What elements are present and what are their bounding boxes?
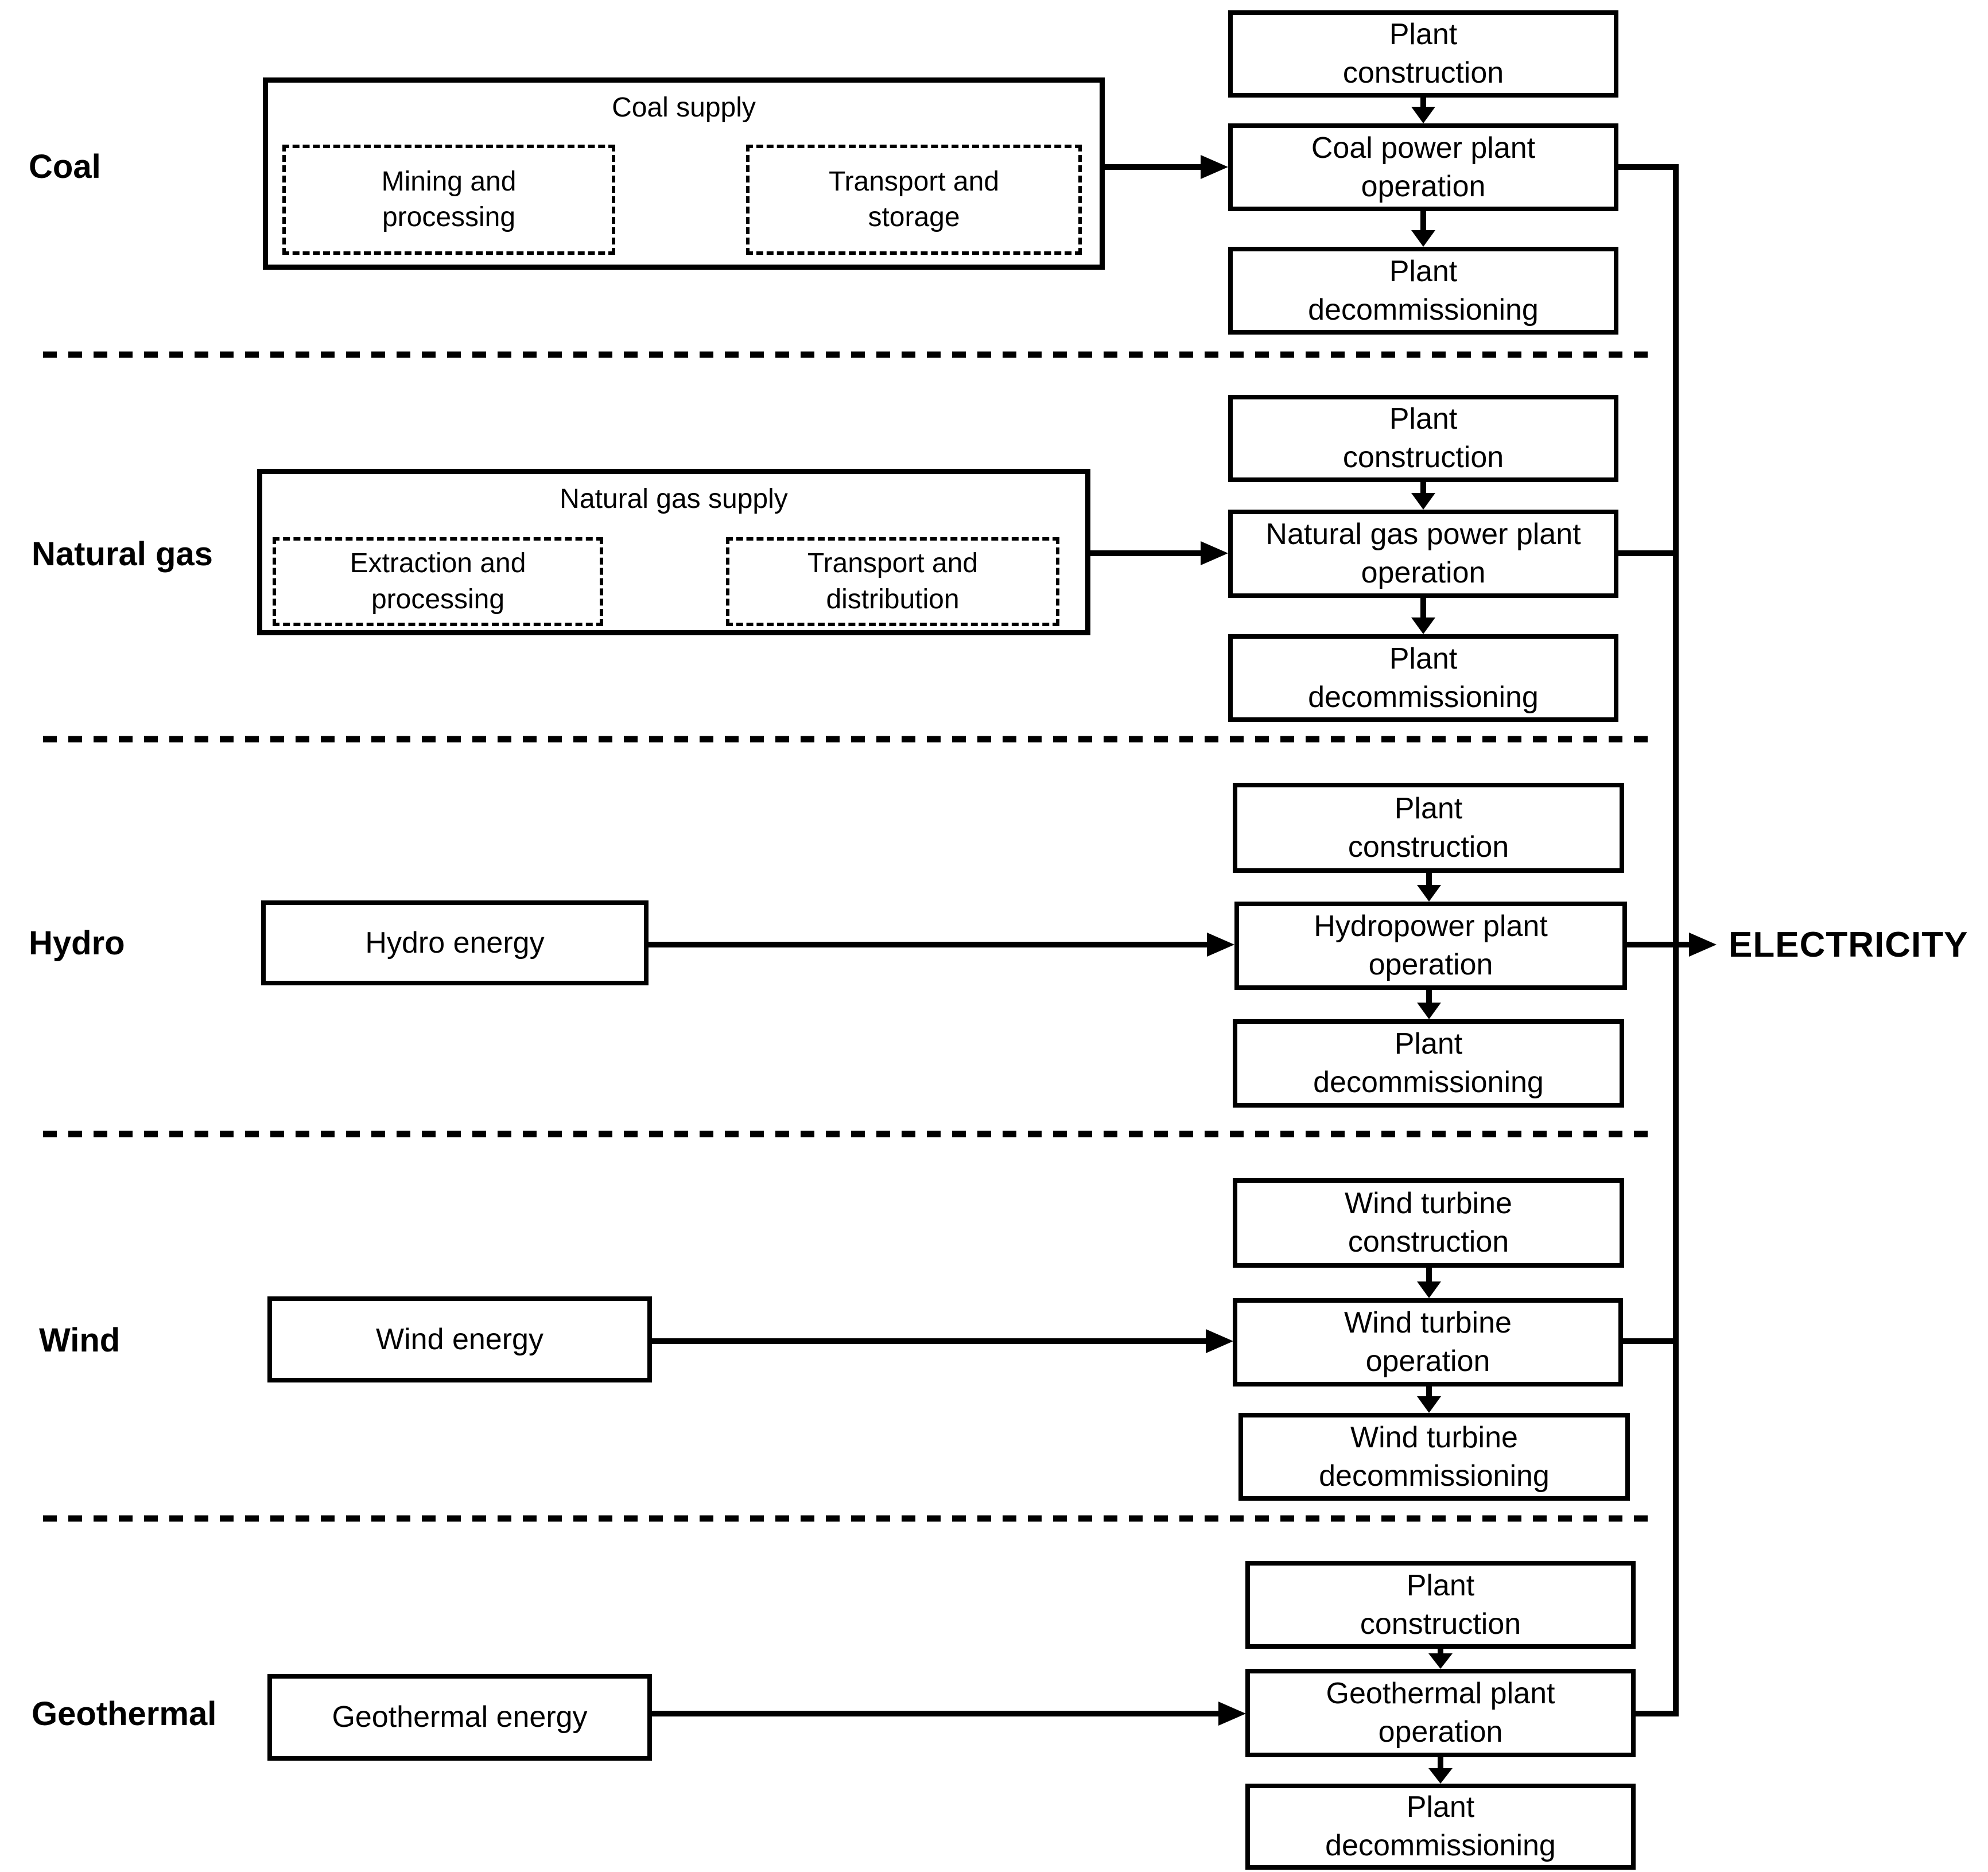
box-text-line: operation	[1368, 948, 1493, 981]
box-text-line: Transport and	[807, 548, 979, 579]
wind-turbine-operation-box: Wind turbine operation	[1233, 1298, 1623, 1386]
gas-plant-construction-box: Plant construction	[1228, 395, 1618, 482]
wind-decommissioning-arrowhead	[1417, 1396, 1441, 1413]
gas-decommissioning-arrowhead	[1411, 617, 1435, 634]
box-text-line: operation	[1378, 1715, 1503, 1749]
box-text-line: decommissioning	[1319, 1459, 1550, 1493]
geothermal-decommissioning-arrowhead	[1428, 1768, 1453, 1784]
geothermal-plant-operation-box: Geothermal plant operation	[1245, 1669, 1636, 1757]
box-text-line: Coal power plant	[1311, 131, 1536, 165]
coal-power-plant-operation-box: Coal power plant operation	[1228, 123, 1618, 211]
geothermal-operation-arrowhead	[1218, 1702, 1246, 1726]
hydro-energy-box: Hydro energy	[261, 900, 649, 985]
row-label-hydro: Hydro	[29, 924, 125, 962]
geothermal-plant-decommissioning-box: Plant decommissioning	[1245, 1784, 1636, 1870]
hydro-decommissioning-arrowhead	[1417, 1003, 1441, 1019]
box-text-line: construction	[1348, 1225, 1509, 1259]
box-text-line: Natural gas power plant	[1265, 518, 1581, 551]
box-text-line: Plant	[1389, 254, 1458, 288]
electricity-label: ELECTRICITY	[1729, 925, 1968, 965]
hydro-plant-decommissioning-box: Plant decommissioning	[1233, 1019, 1624, 1108]
natural-gas-power-plant-operation-box: Natural gas power plant operation	[1228, 510, 1618, 598]
hydropower-plant-operation-box: Hydropower plant operation	[1234, 902, 1627, 990]
wind-turbine-construction-box: Wind turbine construction	[1233, 1178, 1624, 1268]
wind-turbine-decommissioning-box: Wind turbine decommissioning	[1238, 1413, 1630, 1501]
natural-gas-supply-container-box: Natural gas supply Extraction and proces…	[257, 469, 1090, 635]
coal-plant-decommissioning-box: Plant decommissioning	[1228, 247, 1618, 335]
coal-construction-arrowhead	[1411, 107, 1435, 123]
box-text-line: Wind turbine	[1344, 1306, 1512, 1340]
row-label-geothermal: Geothermal	[32, 1695, 217, 1733]
box-text-line: Plant	[1394, 791, 1463, 825]
coal-operation-arrowhead	[1201, 155, 1228, 179]
box-text-line: Plant	[1389, 402, 1458, 436]
gas-construction-arrowhead	[1411, 493, 1435, 510]
hydro-operation-arrowhead	[1207, 933, 1234, 957]
box-text-line: Geothermal energy	[332, 1700, 588, 1734]
box-text-line: operation	[1361, 169, 1486, 203]
box-text-line: Wind turbine	[1350, 1420, 1518, 1454]
natural-gas-supply-title: Natural gas supply	[560, 484, 788, 514]
gas-operation-arrowhead	[1201, 541, 1228, 565]
box-text-line: decommissioning	[1308, 680, 1539, 714]
geothermal-construction-arrowhead	[1428, 1653, 1453, 1669]
box-text-line: Transport and	[828, 166, 1000, 197]
hydro-plant-construction-box: Plant construction	[1233, 783, 1624, 873]
wind-operation-arrowhead	[1206, 1329, 1233, 1353]
box-text-line: construction	[1348, 830, 1509, 864]
box-text-line: storage	[868, 202, 960, 232]
gas-extraction-processing-box: Extraction and processing	[273, 537, 603, 626]
wind-energy-box: Wind energy	[267, 1296, 652, 1382]
box-text-line: Plant	[1394, 1027, 1463, 1061]
box-text-line: Plant	[1406, 1791, 1475, 1824]
box-text-line: construction	[1342, 441, 1504, 474]
box-text-line: distribution	[826, 584, 960, 615]
box-text-line: processing	[382, 202, 516, 232]
box-text-line: Hydro energy	[365, 926, 545, 960]
box-text-line: processing	[371, 584, 505, 615]
coal-plant-construction-box: Plant construction	[1228, 10, 1618, 98]
row-label-natural-gas: Natural gas	[32, 535, 213, 573]
box-text-line: construction	[1342, 56, 1504, 90]
wind-construction-arrowhead	[1417, 1281, 1441, 1298]
box-text-line: Mining and	[381, 166, 517, 197]
box-text-line: Geothermal plant	[1326, 1677, 1555, 1711]
electricity-arrowhead	[1689, 933, 1717, 957]
gas-plant-decommissioning-box: Plant decommissioning	[1228, 634, 1618, 722]
coal-supply-container-box: Coal supply Mining and processing Transp…	[263, 77, 1105, 270]
box-text-line: Plant	[1406, 1568, 1475, 1602]
box-text-line: operation	[1361, 556, 1486, 589]
box-text-line: Wind turbine	[1345, 1187, 1512, 1221]
box-text-line: Extraction and	[350, 548, 526, 579]
geothermal-energy-box: Geothermal energy	[267, 1674, 652, 1761]
coal-transport-storage-box: Transport and storage	[746, 145, 1082, 255]
geothermal-plant-construction-box: Plant construction	[1245, 1561, 1636, 1649]
box-text-line: Plant	[1389, 642, 1458, 675]
box-text-line: Plant	[1389, 18, 1458, 52]
coal-supply-title: Coal supply	[612, 92, 756, 123]
box-text-line: decommissioning	[1313, 1066, 1544, 1099]
row-label-wind: Wind	[39, 1321, 121, 1359]
box-text-line: construction	[1360, 1607, 1521, 1641]
hydro-construction-arrowhead	[1417, 885, 1441, 902]
box-text-line: decommissioning	[1325, 1829, 1556, 1862]
box-text-line: Hydropower plant	[1314, 910, 1548, 943]
box-text-line: operation	[1365, 1345, 1490, 1378]
coal-decommissioning-arrowhead	[1411, 230, 1435, 247]
coal-mining-processing-box: Mining and processing	[282, 145, 615, 255]
box-text-line: Wind energy	[376, 1322, 543, 1356]
row-label-coal: Coal	[29, 147, 101, 185]
box-text-line: decommissioning	[1308, 293, 1539, 327]
gas-transport-distribution-box: Transport and distribution	[726, 537, 1059, 626]
